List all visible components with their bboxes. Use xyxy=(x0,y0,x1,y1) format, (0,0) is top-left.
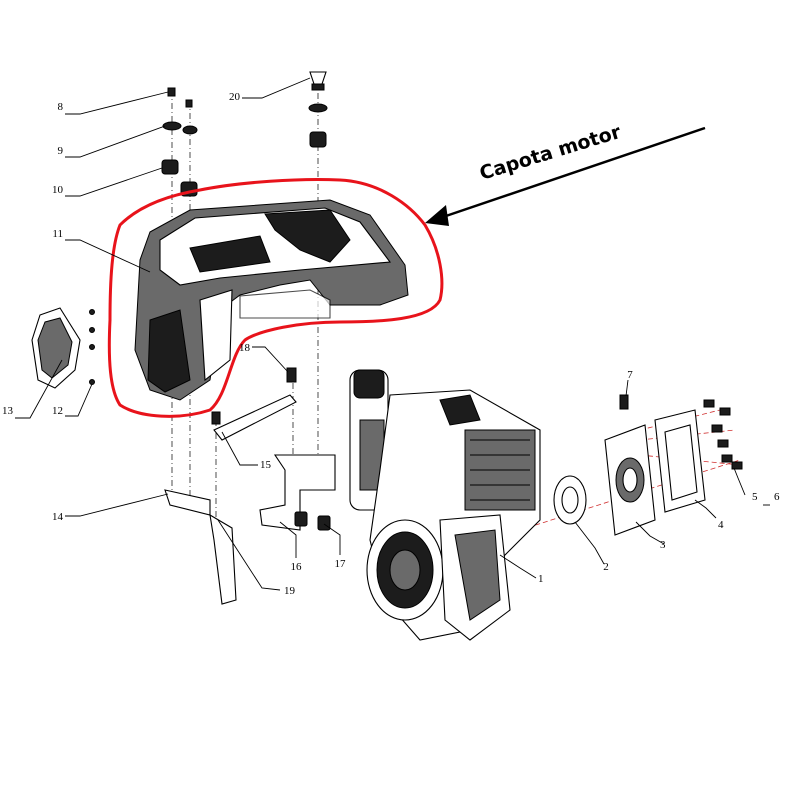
gasket-frame xyxy=(654,409,706,513)
hood-highlight-outline xyxy=(107,177,444,418)
engine-body xyxy=(349,369,541,641)
callout-6: 6 xyxy=(774,491,780,503)
flange-plate xyxy=(604,394,656,536)
callout-14: 14 xyxy=(52,511,64,523)
callout-16: 16 xyxy=(291,561,303,573)
callout-19: 19 xyxy=(284,585,296,597)
callout-10: 10 xyxy=(52,184,64,196)
callout-numbers: 8 9 10 11 13 12 20 14 15 18 16 17 19 1 2… xyxy=(2,91,780,597)
side-cover xyxy=(31,307,95,389)
callout-13: 13 xyxy=(2,405,14,417)
gasket xyxy=(553,475,587,525)
callout-5: 5 xyxy=(752,491,758,503)
mount-bracket xyxy=(259,454,336,531)
callout-7: 7 xyxy=(627,369,633,381)
callout-15: 15 xyxy=(260,459,272,471)
annotation-label: Capota motor xyxy=(477,121,624,185)
callout-3: 3 xyxy=(660,539,666,551)
leader-lines xyxy=(15,77,770,591)
callout-8: 8 xyxy=(58,101,64,113)
fastener-stack-left xyxy=(161,87,198,197)
callout-4: 4 xyxy=(718,519,724,531)
callout-12: 12 xyxy=(52,405,63,417)
callout-11: 11 xyxy=(52,228,63,240)
left-bracket xyxy=(164,489,237,605)
callout-9: 9 xyxy=(58,145,64,157)
callout-20: 20 xyxy=(229,91,241,103)
knob-stack-right xyxy=(308,71,328,148)
callout-2: 2 xyxy=(603,561,609,573)
bolt-set xyxy=(703,399,743,470)
callout-18: 18 xyxy=(239,342,251,354)
annotation-arrow xyxy=(425,126,706,226)
callout-1: 1 xyxy=(538,573,544,585)
engine-hood xyxy=(134,199,409,401)
callout-17: 17 xyxy=(335,558,347,570)
top-bracket xyxy=(211,367,297,441)
